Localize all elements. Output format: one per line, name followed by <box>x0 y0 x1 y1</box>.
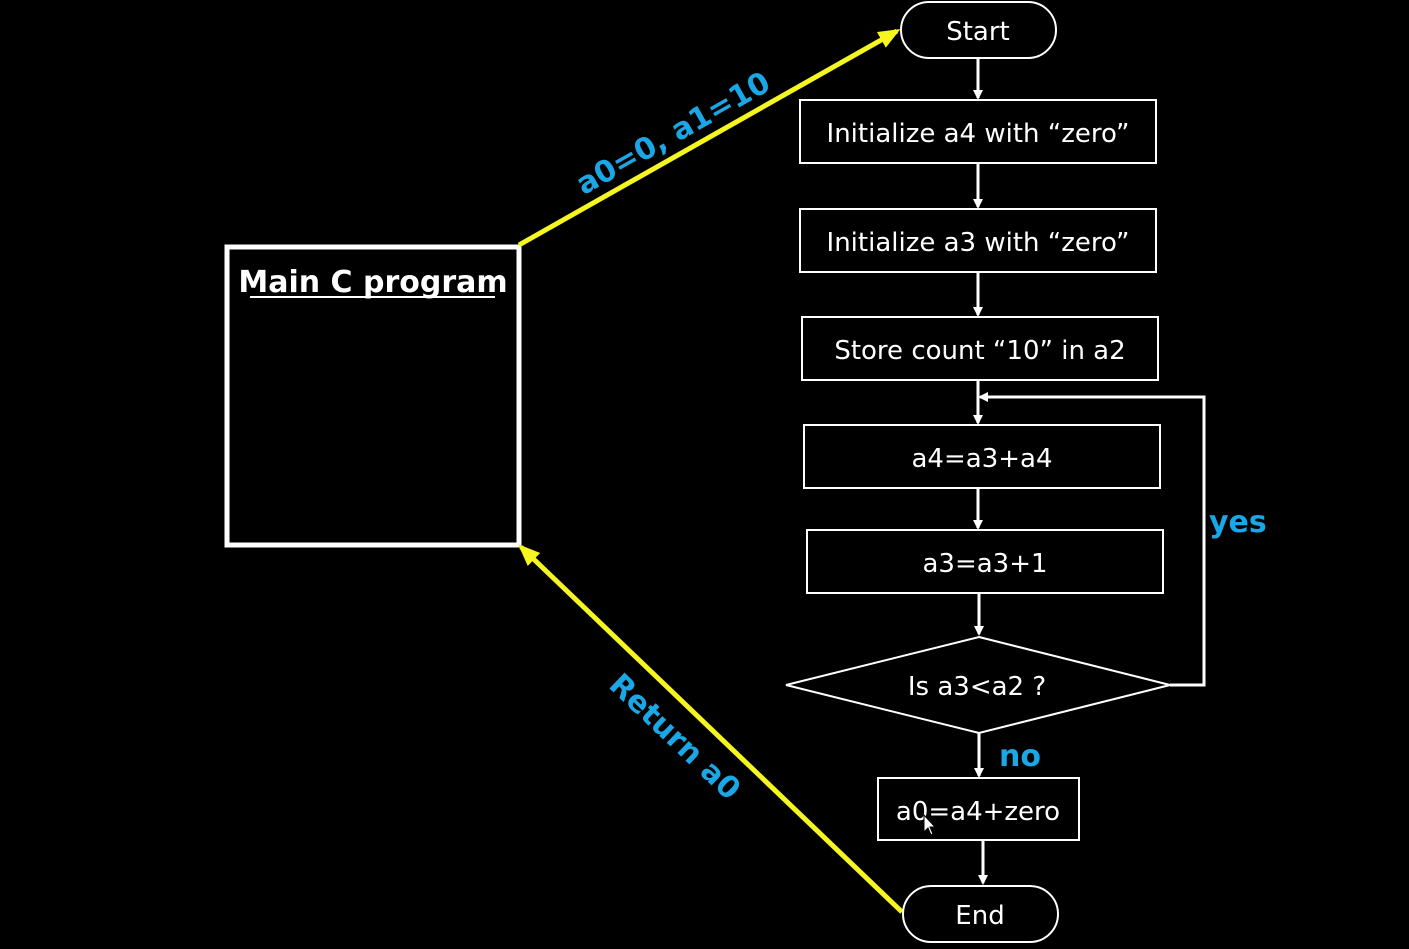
start-node: Start <box>900 1 1057 59</box>
init-a3-node: Initialize a3 with “zero” <box>799 208 1157 273</box>
add-step-node: a4=a3+a4 <box>803 424 1161 489</box>
assign-result-label: a0=a4+zero <box>896 797 1060 827</box>
yes-label: yes <box>1209 505 1267 540</box>
call-args-label: a0=0, a1=10 <box>570 65 776 202</box>
decision-label: Is a3<a2 ? <box>908 672 1046 702</box>
increment-step-node: a3=a3+1 <box>806 529 1164 594</box>
assign-result-node: a0=a4+zero <box>877 777 1080 841</box>
return-label: Return a0 <box>602 667 747 807</box>
add-step-label: a4=a3+a4 <box>912 444 1053 474</box>
store-count-node: Store count “10” in a2 <box>801 316 1159 381</box>
yes-loop-arrow <box>978 392 1206 687</box>
return-arrow <box>518 544 904 914</box>
end-node: End <box>902 885 1059 943</box>
end-label: End <box>955 901 1004 931</box>
init-a4-node: Initialize a4 with “zero” <box>799 99 1157 164</box>
call-arrow <box>517 28 901 248</box>
main-program-box: Main C program <box>224 244 522 548</box>
no-label: no <box>999 739 1041 774</box>
init-a4-label: Initialize a4 with “zero” <box>827 119 1130 149</box>
main-program-title: Main C program <box>238 265 507 300</box>
mouse-cursor-icon <box>923 813 937 836</box>
store-count-label: Store count “10” in a2 <box>834 336 1125 366</box>
start-label: Start <box>946 17 1010 47</box>
decision-node: Is a3<a2 ? <box>785 635 1171 735</box>
init-a3-label: Initialize a3 with “zero” <box>827 228 1130 258</box>
increment-step-label: a3=a3+1 <box>922 549 1047 579</box>
